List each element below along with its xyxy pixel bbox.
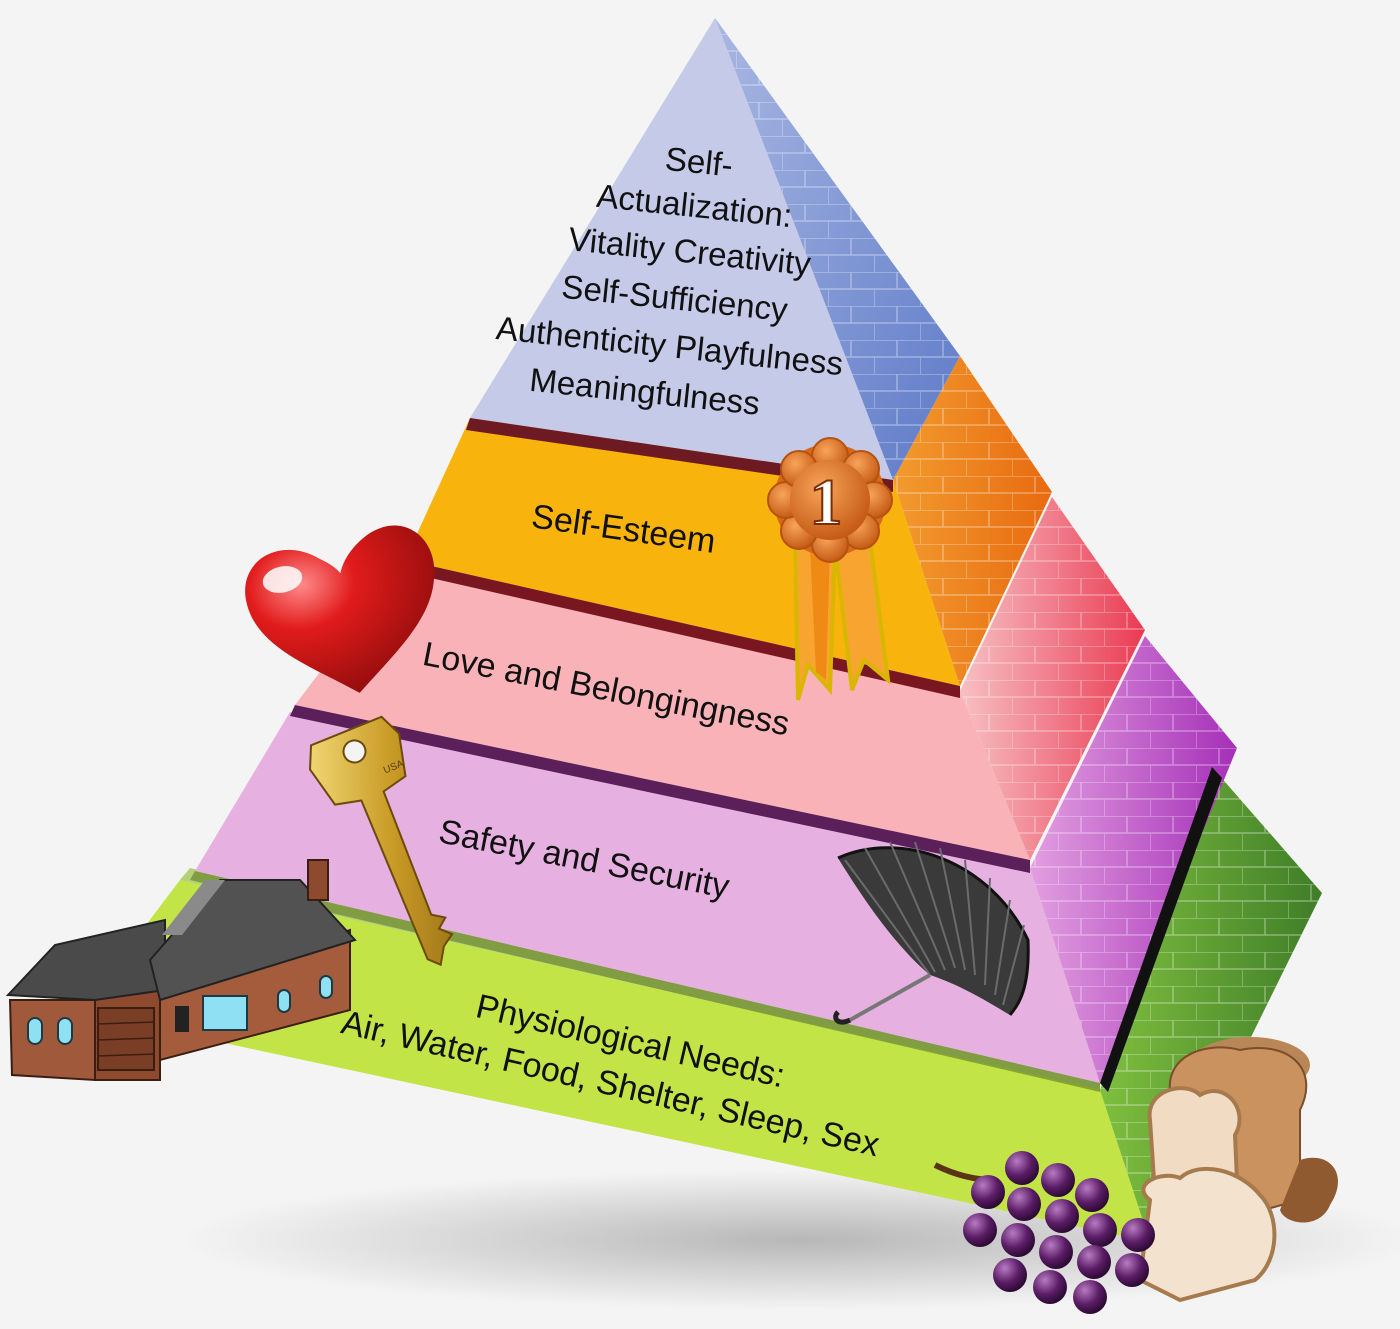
house-icon xyxy=(5,859,357,1082)
heart-icon xyxy=(245,525,435,693)
key-icon: USA xyxy=(308,715,454,967)
ribbon-number: 1 xyxy=(810,466,843,539)
level-actualization-front xyxy=(470,18,893,480)
bread-icon xyxy=(1137,1037,1339,1303)
level-love-and-belongingness xyxy=(290,497,1145,873)
grapes-icon xyxy=(933,1151,1155,1314)
umbrella-icon xyxy=(833,841,1030,1025)
level-love-front xyxy=(295,566,1030,860)
actualization-line-1: Self- xyxy=(663,140,734,184)
level-safety-front xyxy=(195,712,1100,1083)
award-ribbon-icon: 1 xyxy=(767,437,893,701)
